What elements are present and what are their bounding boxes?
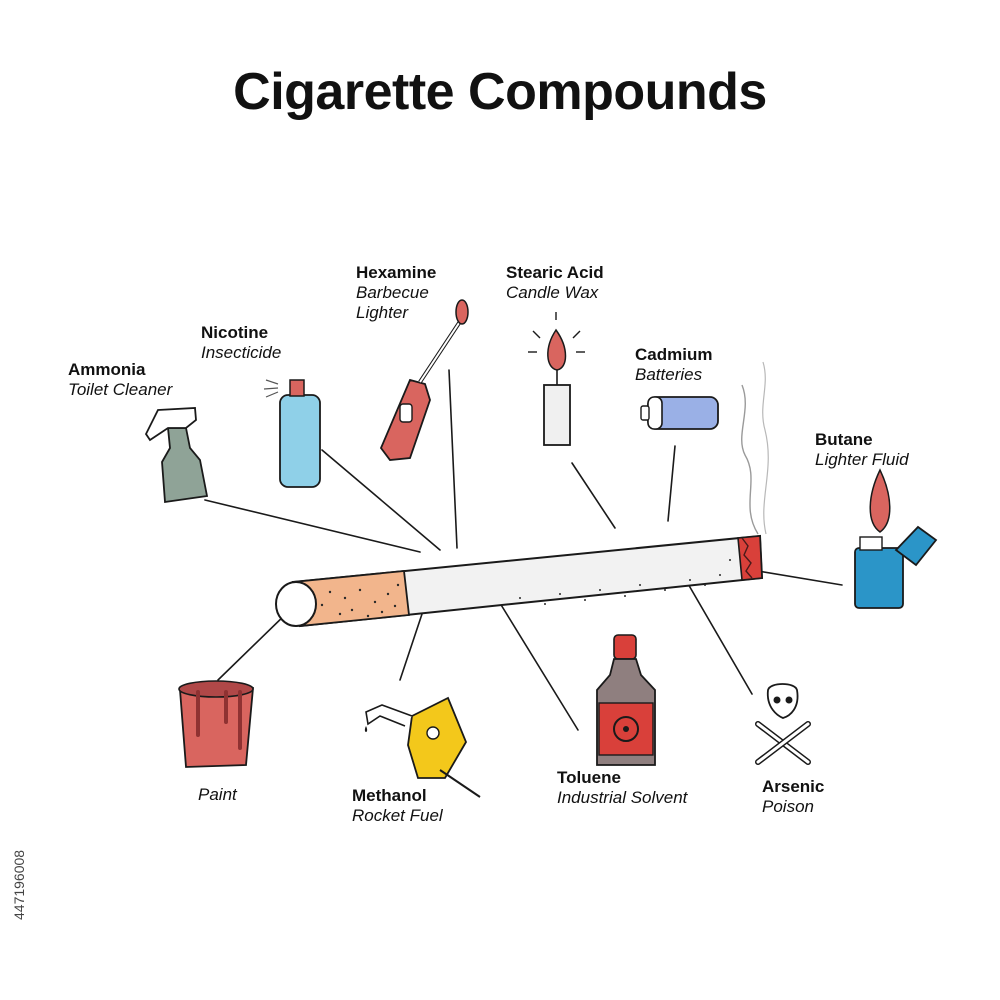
compound-use: Poison [762,797,814,816]
label-toluene: Toluene Industrial Solvent [557,768,687,808]
connector-arsenic [679,569,753,695]
compound-name: Nicotine [201,323,269,342]
label-methanol: Methanol Rocket Fuel [352,786,443,826]
paint-can-icon [178,680,254,768]
label-stearic-acid: Stearic Acid Candle Wax [506,263,604,303]
compound-name: Cadmium [635,345,713,364]
battery-icon [640,396,719,430]
spray-bottle-icon [144,407,209,504]
poison-bottle-icon [596,634,656,766]
label-paint: Paint [198,785,237,805]
cigarette-icon [275,361,769,628]
compound-use: Batteries [635,365,703,384]
compound-use: Toilet Cleaner [68,380,173,399]
compound-name: Methanol [352,786,427,805]
fuel-nozzle-icon [364,696,481,798]
compound-use: Paint [198,785,237,804]
barbecue-lighter-icon [379,299,469,461]
stock-id-text: 447196008 [11,849,27,920]
compound-use: Lighter Fluid [815,450,909,469]
connector-ammonia [204,499,421,553]
compound-use: Barbecue Lighter [356,283,429,322]
label-ammonia: Ammonia Toilet Cleaner [68,360,172,400]
label-cadmium: Cadmium Batteries [635,345,712,385]
lighter-icon [854,468,938,609]
stock-id: 447196008 [7,760,31,920]
connector-paint [217,609,291,681]
label-nicotine: Nicotine Insecticide [201,323,281,363]
label-hexamine: Hexamine Barbecue Lighter [356,263,466,323]
skull-crossbones-icon [755,683,811,765]
compound-name: Butane [815,430,873,449]
compound-use: Industrial Solvent [557,788,688,807]
compound-name: Toluene [557,768,621,787]
connector-nicotine [321,449,441,551]
compound-use: Insecticide [201,343,282,362]
compound-name: Hexamine [356,263,437,282]
candle-icon [528,312,585,446]
connector-toluene [486,581,579,731]
connector-stearic-acid [571,462,616,529]
connector-hexamine [448,369,458,549]
connector-cadmium [667,445,676,522]
compound-use: Candle Wax [506,283,599,302]
page-title: Cigarette Compounds [233,63,767,121]
label-butane: Butane Lighter Fluid [815,430,909,470]
compound-name: Stearic Acid [506,263,604,282]
compound-name: Ammonia [68,360,146,379]
label-arsenic: Arsenic Poison [762,777,824,817]
compound-use: Rocket Fuel [352,806,443,825]
compound-name: Arsenic [762,777,825,796]
aerosol-can-icon [263,379,321,488]
